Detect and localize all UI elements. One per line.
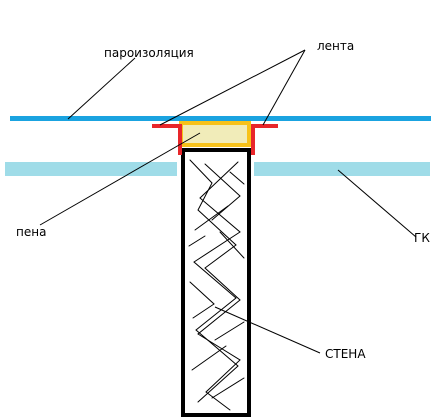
leader-wall: [214, 306, 321, 354]
label-wall: СТЕНА: [325, 347, 366, 361]
wall-outline: [181, 148, 251, 417]
leader-lines: [39, 49, 417, 354]
label-vapor-barrier: пароизоляция: [104, 46, 194, 60]
drywall-right-board: [254, 162, 430, 176]
leader-drywall: [337, 169, 417, 238]
leader-vapor-barrier: [67, 57, 136, 120]
drywall-left-board: [5, 162, 177, 176]
label-drywall: ГК: [414, 231, 430, 245]
tape-left: [152, 124, 182, 155]
leader-tape-right: [262, 49, 306, 126]
label-foam: пена: [16, 225, 46, 239]
wall-hatch: [188, 159, 245, 411]
tape-right: [251, 124, 278, 155]
wall: [181, 148, 251, 417]
label-tape: лента: [317, 39, 354, 53]
foam-fill: [179, 121, 251, 147]
vapor-barrier-layer: [10, 116, 431, 121]
leader-tape-left: [159, 49, 306, 126]
leader-foam: [39, 132, 201, 226]
